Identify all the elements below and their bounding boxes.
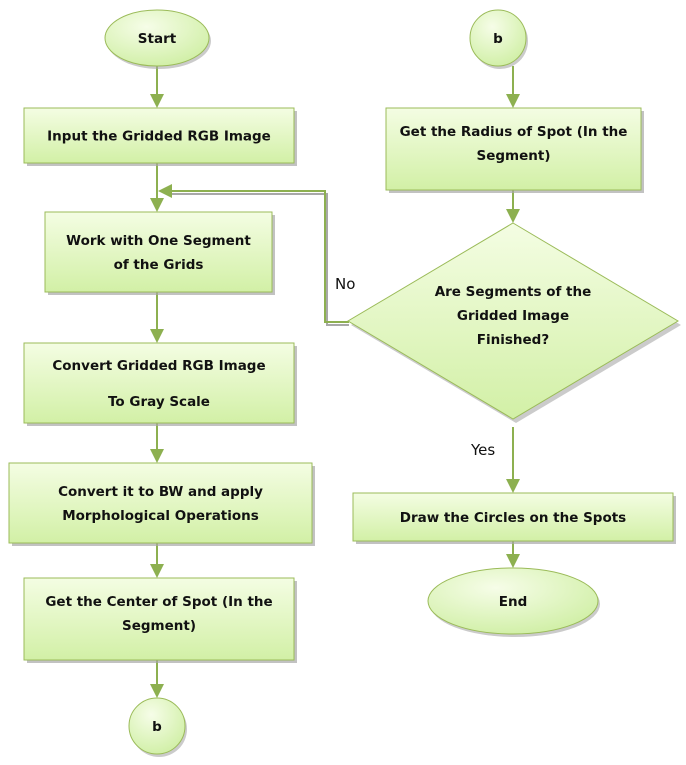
- edge-gray-bw-arrowhead-icon: [150, 449, 164, 463]
- edge-start-input-arrowhead-icon: [150, 94, 164, 108]
- loop-shadow: [172, 193, 349, 326]
- edge-decision-draw-arrowhead-icon: [506, 479, 520, 493]
- node-connector-out: b: [128, 697, 187, 757]
- loop-line: [172, 190, 349, 323]
- bw-label-line-1: Convert it to BW and apply: [58, 484, 263, 500]
- edge-draw-end-arrowhead-icon: [506, 554, 520, 568]
- node-draw: Draw the Circles on the Spots: [352, 492, 676, 544]
- edge-connector-radius-arrowhead-icon: [506, 94, 520, 108]
- edge-segment-gray-arrowhead-icon: [150, 329, 164, 343]
- edge-decision-no-loop: [172, 190, 349, 326]
- node-gray: Convert Gridded RGB Image To Gray Scale: [23, 342, 297, 426]
- decision-label-line-2: Gridded Image: [457, 308, 569, 324]
- process-box: [385, 107, 642, 191]
- node-start: Start: [104, 9, 211, 69]
- segment-label-line-2: of the Grids: [114, 257, 204, 273]
- start-label-line-1: Start: [138, 31, 177, 47]
- node-end: End: [427, 567, 600, 637]
- connector_in-label-line-1: b: [493, 31, 503, 47]
- node-connector-in: b: [469, 9, 528, 69]
- end-label-line-1: End: [499, 594, 528, 610]
- connector-circle: [128, 697, 186, 755]
- process-box: [23, 107, 295, 164]
- gray-label-line-2: To Gray Scale: [108, 394, 210, 410]
- radius-label-line-1: Get the Radius of Spot (In the: [400, 124, 628, 140]
- terminator-ellipse: [427, 567, 599, 635]
- process-box: [8, 462, 313, 544]
- decision-label-line-1: Are Segments of the: [435, 284, 592, 300]
- segment-label-line-1: Work with One Segment: [66, 233, 251, 249]
- node-segment: Work with One Segment of the Grids: [44, 211, 275, 295]
- edge-radius-decision-arrowhead-icon: [506, 209, 520, 223]
- edge-input-segment-arrowhead-icon: [150, 198, 164, 212]
- edge-bw-center-arrowhead-icon: [150, 564, 164, 578]
- input-label-line-1: Input the Gridded RGB Image: [47, 129, 271, 145]
- terminator-ellipse: [104, 9, 210, 67]
- center-label-line-2: Segment): [122, 618, 196, 634]
- radius-label-line-2: Segment): [477, 148, 551, 164]
- process-box: [44, 211, 273, 293]
- draw-label-line-1: Draw the Circles on the Spots: [400, 510, 626, 526]
- bw-label-line-2: Morphological Operations: [62, 508, 259, 524]
- connector_out-label-line-1: b: [152, 719, 162, 735]
- edge-label-no: No: [335, 275, 355, 293]
- edge-center-connector-arrowhead-icon: [150, 684, 164, 698]
- decision-diamond: [347, 222, 679, 420]
- edge-label-yes: Yes: [470, 441, 495, 459]
- decision-label-line-3: Finished?: [477, 332, 549, 348]
- center-label-line-1: Get the Center of Spot (In the: [45, 594, 272, 610]
- edges-layer: [150, 66, 520, 698]
- gray-label-line-1: Convert Gridded RGB Image: [52, 358, 265, 374]
- node-bw: Convert it to BW and applyMorphological …: [8, 462, 315, 546]
- process-box: [23, 342, 295, 424]
- node-input: Input the Gridded RGB Image: [23, 107, 297, 166]
- process-box: [352, 492, 674, 542]
- connector-circle: [469, 9, 527, 67]
- process-box: [23, 577, 295, 661]
- loop-arrowhead-icon: [158, 184, 172, 198]
